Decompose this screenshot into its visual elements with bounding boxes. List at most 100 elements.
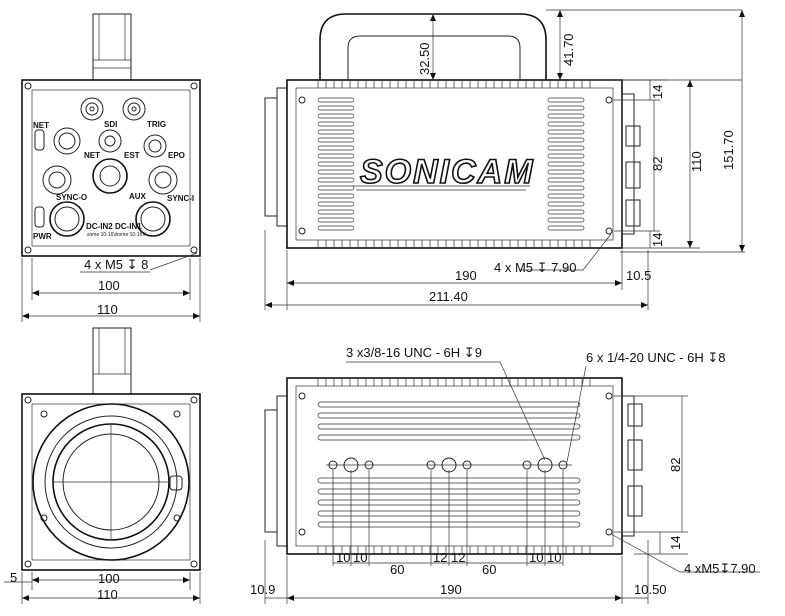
label-dc-in1: DC-IN1: [115, 222, 142, 231]
lens-mount-outer: [32, 403, 190, 561]
front-handle-detail: [93, 14, 131, 69]
label-epo: EPO: [168, 151, 185, 160]
side-lens-mount: [276, 87, 288, 227]
dc-in1-connector: [135, 201, 171, 237]
label-sdi: SDI: [104, 120, 117, 129]
lens-centerlines: [53, 424, 169, 540]
thread-small-callout: 6 x 1/4-20 UNC - 6H ↧8: [586, 350, 726, 365]
thread-small-leader: [566, 365, 587, 463]
bottom-right-dim-lines: [614, 395, 688, 555]
side-view: SONICAM 32.50 41.70 14 82 14 110 151.70 …: [264, 9, 745, 310]
dim-32-50: 32.50: [417, 42, 432, 75]
sync-i-connector: [148, 165, 178, 195]
epo-connector: [143, 134, 167, 158]
side-vent-left: [317, 97, 355, 231]
front-dim-110-line: [21, 258, 201, 322]
dc-in2-connector: [49, 201, 85, 237]
side-lens-ring: [264, 97, 278, 217]
bottom-dim-82: 82: [668, 458, 683, 472]
label-est: EST: [124, 151, 140, 160]
dim-10-5: 10.5: [626, 268, 651, 283]
pwr-led: [34, 206, 45, 228]
front-body-outer: [21, 79, 201, 257]
dim-41-70: 41.70: [561, 33, 576, 66]
bottom-view: 3 x3/8-16 UNC - 6H ↧9 6 x 1/4-20 UNC - 6…: [250, 345, 760, 604]
spacing-d1: 10: [529, 550, 543, 565]
side-hole-leader: [520, 233, 612, 271]
label-aux: AUX: [129, 192, 147, 201]
label-pwr: PWR: [33, 232, 52, 241]
side-top-fins: [317, 80, 591, 88]
back-handle-detail: [93, 328, 131, 375]
front-corner-holes: [24, 82, 198, 254]
bottom-length-lines: [264, 540, 649, 604]
bottom-bottom-fins: [317, 546, 591, 554]
spacing-b1: 60: [390, 562, 404, 577]
sdi-connector: [80, 97, 104, 121]
logo-underline: [352, 185, 530, 191]
side-bottom-fins: [317, 240, 591, 248]
bottom-threaded-holes: [326, 457, 572, 473]
label-sync-o: SYNC-O: [56, 193, 87, 202]
back-body-outer: [21, 393, 201, 571]
spacing-a2: 10: [353, 550, 367, 565]
front-connectors: [34, 97, 178, 237]
est-connector: [98, 129, 122, 153]
label-dc-in2-sub: some 10-16V: [87, 232, 117, 238]
label-net-left: NET: [33, 121, 49, 130]
dim-190-line: [286, 250, 649, 310]
bottom-spacing-lines: [332, 470, 564, 566]
dim-110: 110: [689, 151, 704, 172]
spacing-d2: 10: [547, 550, 561, 565]
front-view: NET SDI TRIG NET EST EPO SYNC-O AUX SYNC…: [21, 13, 201, 322]
bottom-dim-10-9: 10.9: [250, 582, 275, 597]
dim-151-70: 151.70: [721, 130, 736, 170]
trig-connector: [122, 97, 146, 121]
dim-151-70-line: [620, 10, 745, 253]
back-dim-5: 5: [10, 570, 17, 585]
dim-14-bottom: 14: [650, 233, 665, 247]
thread-large-leader: [346, 361, 546, 461]
lens-lock: [169, 475, 183, 491]
label-sync-i: SYNC-I: [167, 194, 194, 203]
spacing-c2: 12: [451, 550, 465, 565]
bottom-lens-ring: [264, 409, 278, 533]
label-trig: TRIG: [147, 120, 166, 129]
spacing-a1: 10: [336, 550, 350, 565]
back-dim-100: 100: [98, 571, 120, 586]
bottom-dim-10-50: 10.50: [634, 582, 667, 597]
back-dim-100-line: [31, 572, 191, 590]
label-net: NET: [84, 151, 100, 160]
bottom-dim-190: 190: [440, 582, 462, 597]
lens-mount-ring: [44, 415, 178, 549]
dim-82: 82: [650, 157, 665, 171]
dim-211-40-line: [264, 230, 648, 310]
dim-190-side: 190: [455, 268, 477, 283]
side-hole-callout: 4 x M5 ↧ 7.90: [494, 260, 576, 275]
net-led: [34, 129, 45, 151]
bottom-slots-top: [317, 401, 581, 441]
front-body-inner: [31, 89, 191, 247]
front-hole-leader: [80, 252, 198, 273]
front-dim-100: 100: [98, 278, 120, 293]
aux-connector: [92, 158, 128, 194]
spacing-b2: 60: [482, 562, 496, 577]
dim-14-top: 14: [650, 85, 665, 99]
dim-211-40: 211.40: [429, 289, 468, 304]
sonicam-logo: SONICAM: [360, 153, 535, 191]
side-rear-panel: [621, 93, 635, 235]
bottom-top-fins: [317, 378, 591, 386]
bottom-hole-callout: 4 xM5↧7.90: [684, 561, 756, 576]
back-dim-110: 110: [97, 587, 118, 602]
bottom-lens-mount: [276, 395, 288, 547]
spacing-c1: 12: [433, 550, 447, 565]
side-handle-inner: [347, 35, 521, 80]
label-dc-in2: DC-IN2: [86, 222, 113, 231]
front-dim-110: 110: [97, 302, 118, 317]
bottom-corner-holes: [298, 392, 613, 536]
back-view: 100 110 5: [4, 327, 201, 604]
label-dc-in1-sub: some 10-16V: [116, 232, 146, 238]
bottom-hole-leader: [610, 533, 760, 573]
sync-o-connector: [42, 165, 72, 195]
